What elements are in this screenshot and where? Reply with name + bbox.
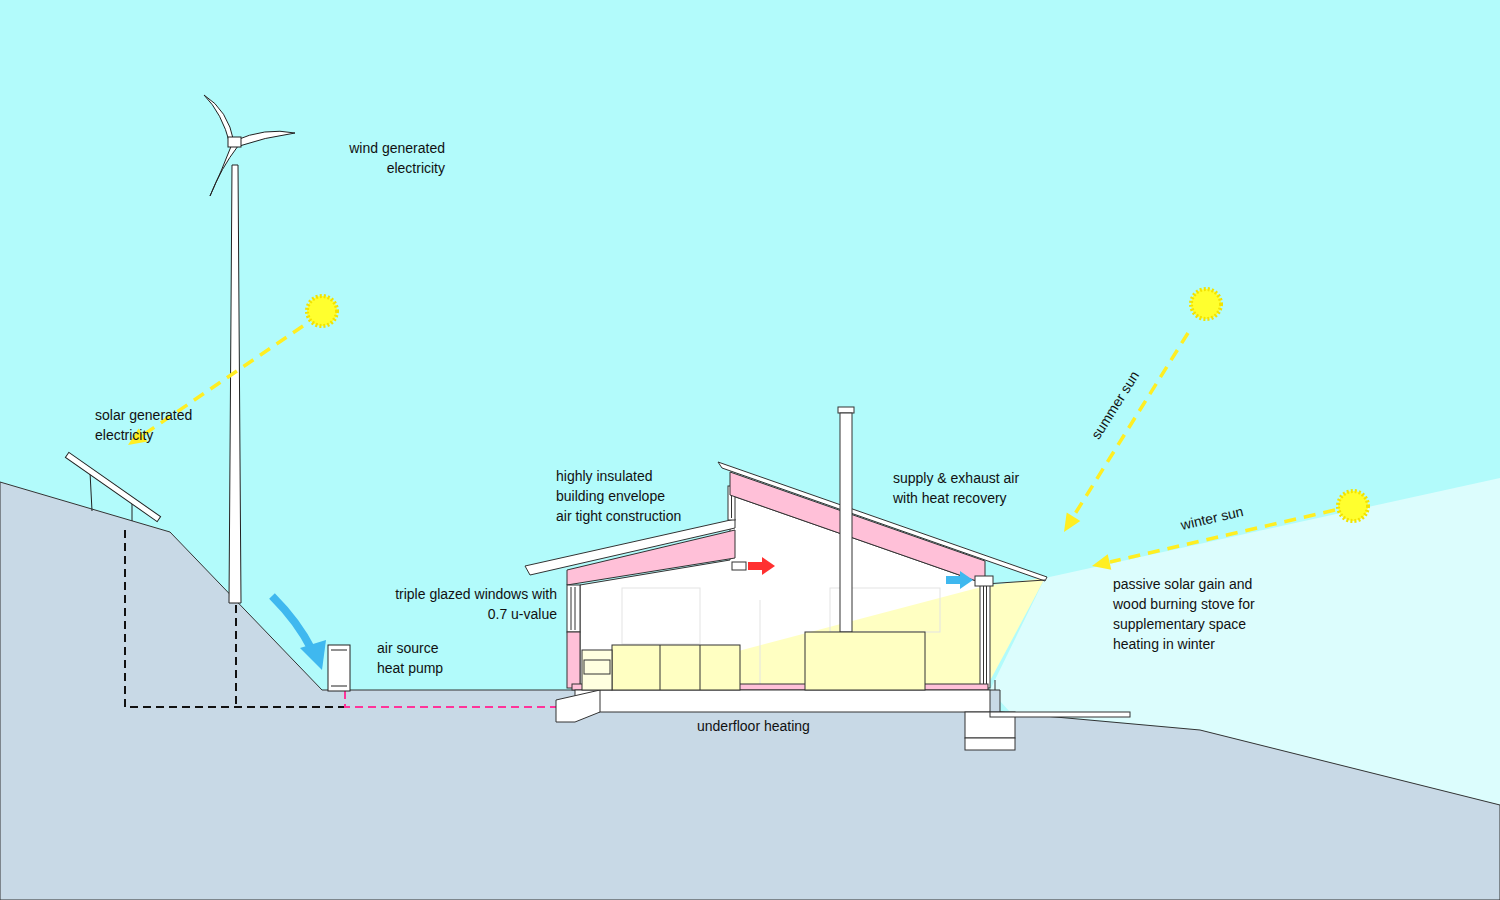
label-line: air source bbox=[377, 638, 443, 658]
annotation-label: wind generated electricity bbox=[349, 138, 445, 178]
wind-turbine bbox=[204, 95, 295, 603]
house-section bbox=[556, 690, 600, 722]
solar-panel bbox=[132, 503, 133, 521]
label-line: solar generated bbox=[95, 405, 192, 425]
wind-turbine bbox=[234, 131, 295, 147]
house-section bbox=[622, 588, 700, 644]
house-section bbox=[965, 738, 1015, 750]
house-section bbox=[986, 586, 987, 686]
house-section bbox=[575, 587, 576, 630]
house-section bbox=[718, 462, 1047, 581]
house-section bbox=[838, 407, 854, 413]
heat-pump-unit bbox=[328, 645, 350, 691]
annotation-label: underfloor heating bbox=[697, 716, 810, 736]
label-line: heating in winter bbox=[1113, 634, 1255, 654]
heat-pump-unit bbox=[328, 645, 350, 691]
label-line: building envelope bbox=[556, 486, 681, 506]
house-section bbox=[985, 580, 1045, 584]
air-flow-arrow bbox=[272, 596, 312, 650]
air-flow-arrow bbox=[272, 596, 326, 670]
annotation-label: summer sun bbox=[1086, 367, 1144, 443]
house-section bbox=[567, 530, 735, 585]
annotation-label: triple glazed windows with 0.7 u-value bbox=[395, 584, 557, 624]
air-flow-arrow bbox=[748, 557, 973, 589]
house-section bbox=[995, 680, 996, 690]
label-line: electricity bbox=[349, 158, 445, 178]
house-section bbox=[805, 632, 925, 690]
sun-ray-arrow bbox=[1064, 513, 1080, 533]
label-line: underfloor heating bbox=[697, 716, 810, 736]
air-flow-arrow bbox=[762, 557, 775, 575]
house-section bbox=[590, 578, 1045, 690]
annotation-label: supply & exhaust air with heat recovery bbox=[893, 468, 1019, 508]
air-flow-arrow bbox=[748, 562, 762, 570]
label-line: supplementary space bbox=[1113, 614, 1255, 634]
house-section bbox=[584, 660, 610, 674]
label-line: with heat recovery bbox=[893, 488, 1019, 508]
label-line: air tight construction bbox=[556, 506, 681, 526]
house-section bbox=[700, 645, 701, 690]
electric-cable bbox=[125, 530, 345, 707]
house-section bbox=[612, 645, 740, 690]
house-section bbox=[575, 690, 990, 712]
house-section bbox=[660, 645, 661, 690]
label-line: passive solar gain and bbox=[1113, 574, 1255, 594]
sun-ray-arrow bbox=[1092, 554, 1111, 570]
solar-panel bbox=[65, 452, 160, 521]
annotation-label: air source heat pump bbox=[377, 638, 443, 678]
house-section bbox=[983, 586, 984, 686]
sun-ray-arrow bbox=[1073, 333, 1188, 517]
wind-turbine bbox=[228, 137, 241, 147]
wind-turbine bbox=[210, 144, 238, 196]
label-line: wind generated bbox=[349, 138, 445, 158]
house-section bbox=[567, 585, 580, 632]
house-section bbox=[840, 413, 852, 632]
label-line: wood burning stove for bbox=[1113, 594, 1255, 614]
annotation-label: winter sun bbox=[1179, 501, 1246, 535]
label-line: triple glazed windows with bbox=[395, 584, 557, 604]
house-section bbox=[525, 407, 1130, 750]
house-section bbox=[730, 472, 985, 584]
house-section bbox=[980, 584, 990, 688]
annotation-label: passive solar gain and wood burning stov… bbox=[1113, 574, 1255, 654]
sun bbox=[1338, 491, 1368, 521]
label-line: 0.7 u-value bbox=[395, 604, 557, 624]
label-line: supply & exhaust air bbox=[893, 468, 1019, 488]
solar-panel bbox=[90, 472, 92, 511]
label-line: summer sun bbox=[1086, 367, 1144, 443]
label-line: electricity bbox=[95, 425, 192, 445]
annotation-label: solar generated electricity bbox=[95, 405, 192, 445]
annotation-label: highly insulated building envelope air t… bbox=[556, 466, 681, 526]
solar-panel bbox=[65, 452, 160, 521]
house-section bbox=[567, 632, 580, 688]
house-section bbox=[571, 587, 572, 630]
electric-cable bbox=[235, 605, 237, 707]
house-section bbox=[975, 576, 993, 586]
sun bbox=[1191, 289, 1221, 319]
house-section bbox=[990, 712, 1130, 717]
house-section bbox=[760, 600, 761, 690]
label-line: heat pump bbox=[377, 658, 443, 678]
solar-panel bbox=[65, 452, 160, 521]
sun bbox=[307, 289, 1368, 521]
air-flow-arrow bbox=[946, 576, 960, 584]
house-section bbox=[582, 650, 612, 690]
label-line: highly insulated bbox=[556, 466, 681, 486]
house-section bbox=[732, 562, 746, 570]
wind-turbine bbox=[229, 165, 241, 603]
sun bbox=[307, 296, 337, 326]
electric-cable bbox=[125, 530, 345, 707]
air-flow-arrow bbox=[960, 571, 973, 589]
air-flow-arrow bbox=[300, 640, 326, 670]
label-line: winter sun bbox=[1179, 501, 1246, 535]
heat-pump-unit bbox=[331, 686, 347, 687]
ground bbox=[0, 482, 1500, 900]
heat-pump-unit bbox=[331, 650, 347, 651]
